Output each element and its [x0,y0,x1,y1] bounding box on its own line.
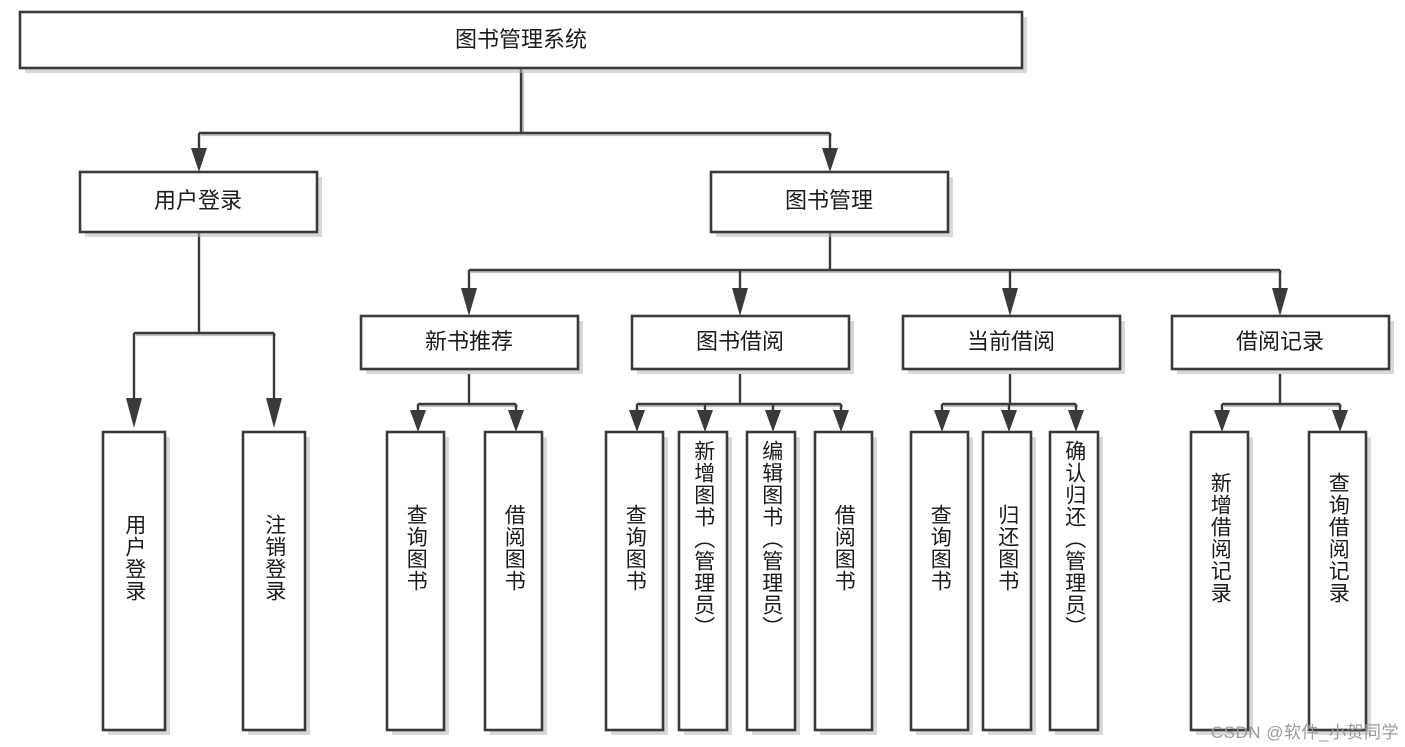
arrow-leaf-4 [629,410,645,432]
arrow-to-book-mgmt [822,148,838,172]
leaf-box-5[interactable] [677,430,729,732]
leaf-box-7[interactable] [813,430,874,732]
arrow-to-borrow-record [1272,288,1288,316]
book-mgmt-node-label: 图书管理 [785,188,873,213]
arrow-to-user-login [191,148,207,172]
arrow-to-new-book [461,288,477,316]
borrow-record-node-label: 借阅记录 [1236,329,1324,354]
arrow-leaf-10 [1068,410,1084,432]
leaf-box-9[interactable] [981,430,1033,732]
arrow-leaf-12 [1332,410,1348,432]
borrow-record-node-box[interactable] [1170,314,1391,371]
user-login-node-box[interactable] [78,170,319,234]
book-mgmt-node-box[interactable] [709,170,950,234]
leaf-box-12[interactable] [1307,430,1368,732]
leaf-box-3[interactable] [483,430,544,732]
arrow-leaf-8 [934,410,950,432]
connector-layer [126,68,1348,432]
borrow-node-label: 图书借阅 [696,329,784,354]
leaf-box-8[interactable] [909,430,970,732]
arrow-leaf-1 [266,398,282,428]
root-node-label: 图书管理系统 [455,27,587,52]
leaf-box-11[interactable] [1189,430,1250,732]
arrow-to-borrow [732,288,748,316]
leaf-box-4[interactable] [604,430,665,732]
leaf-box-10[interactable] [1048,430,1100,732]
leaf-box-6[interactable] [745,430,797,732]
arrow-leaf-7 [833,410,849,432]
arrow-to-current-borrow [1002,288,1018,316]
root-node-box[interactable] [18,10,1024,70]
leaf-box-0[interactable] [101,430,167,732]
arrow-leaf-3 [508,410,524,432]
leaf-box-1[interactable] [241,430,307,732]
borrow-node-box[interactable] [630,314,851,371]
arrow-leaf-5 [697,410,713,432]
current-borrow-node-label: 当前借阅 [967,329,1055,354]
arrow-leaf-2 [410,410,426,432]
new-book-node-label: 新书推荐 [425,329,513,354]
current-borrow-node-box[interactable] [901,314,1122,371]
arrow-leaf-9 [1001,410,1017,432]
user-login-node-label: 用户登录 [154,188,242,213]
leaf-box-2[interactable] [385,430,446,732]
new-book-node-box[interactable] [359,314,580,371]
arrow-leaf-0 [126,398,142,428]
arrow-leaf-11 [1214,410,1230,432]
watermark-text: CSDN @软件_小贺同学 [1210,723,1399,742]
arrow-leaf-6 [765,410,781,432]
node-layer: 图书管理系统 用户登录 图书管理 新书推荐 图书借阅 当前借阅 借阅记录 [18,10,1394,735]
